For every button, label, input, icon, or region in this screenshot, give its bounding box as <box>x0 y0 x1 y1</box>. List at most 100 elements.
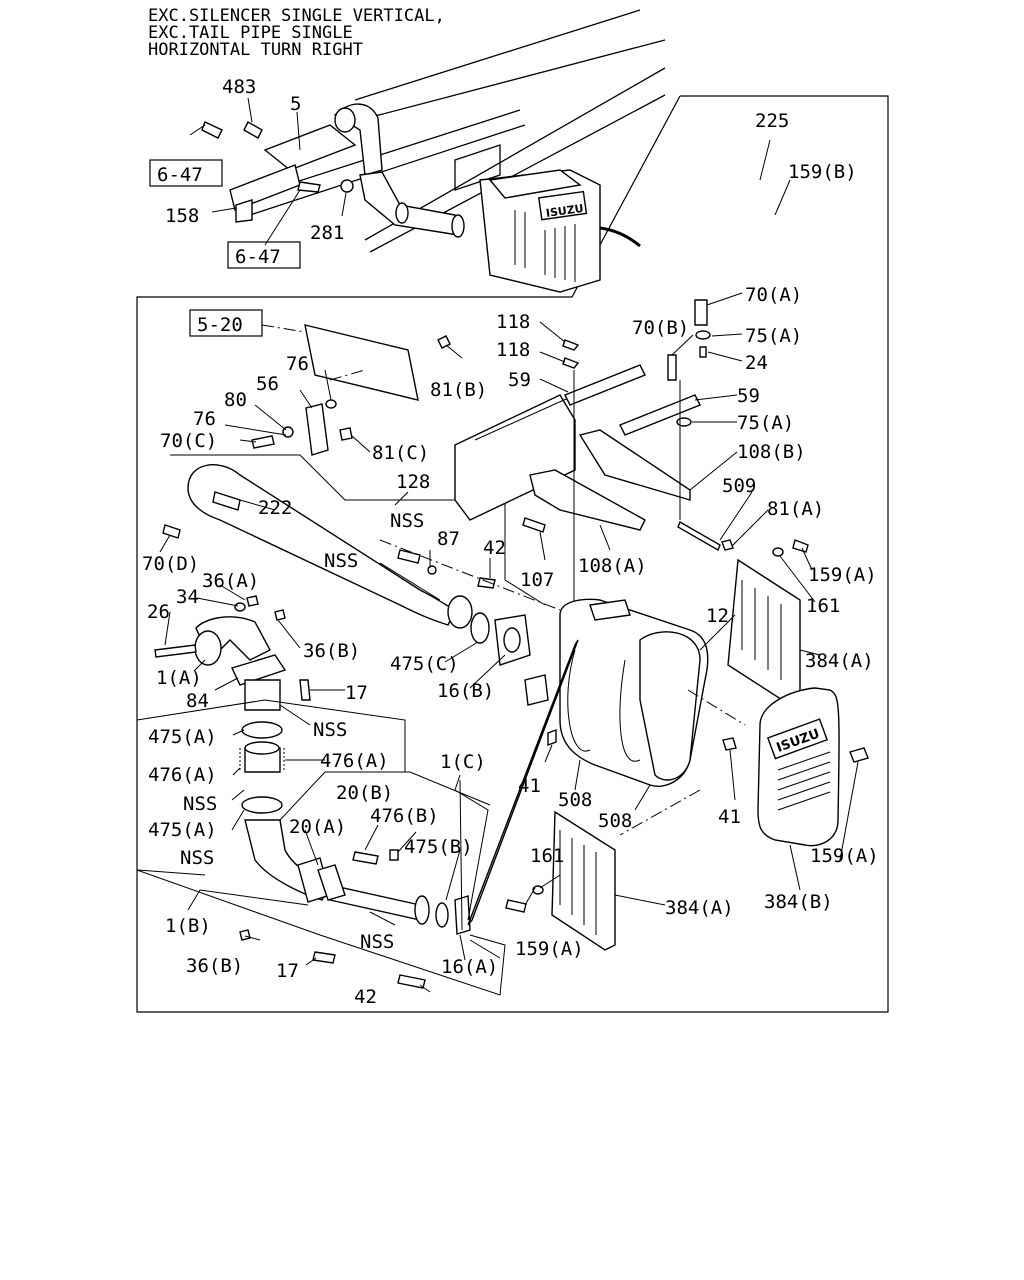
bracket-108b <box>578 429 691 501</box>
label-475a-1: 475(A) <box>148 726 217 748</box>
bracket-59-left <box>564 364 646 406</box>
label-nss-3: NSS <box>313 719 347 741</box>
label-36a: 36(A) <box>202 570 259 592</box>
main-parts: ISUZU <box>154 299 869 989</box>
clip-158 <box>235 199 253 223</box>
label-36b-b: 36(B) <box>186 955 243 977</box>
flange-16a <box>454 895 471 935</box>
label-80: 80 <box>224 389 247 411</box>
ref-box-1 <box>149 159 223 187</box>
pipe-clamp-2 <box>451 214 465 238</box>
label-59-b: 59 <box>737 385 760 407</box>
label-508-a: 508 <box>558 789 592 811</box>
assembly-outline <box>136 699 506 996</box>
bolt-70a <box>694 299 708 326</box>
label-509: 509 <box>722 475 756 497</box>
label-1b: 1(B) <box>165 915 211 937</box>
label-476a-l: 476(A) <box>148 764 217 786</box>
gasket-475a-2 <box>241 796 283 814</box>
label-70b: 70(B) <box>632 317 689 339</box>
label-34: 34 <box>176 586 199 608</box>
label-108a: 108(A) <box>578 555 647 577</box>
label-75a: 75(A) <box>745 325 802 347</box>
gasket-84 <box>231 654 287 686</box>
label-222: 222 <box>258 497 292 519</box>
label-12: 12 <box>706 605 729 627</box>
label-16b: 16(B) <box>437 680 494 702</box>
nut-81b <box>437 335 451 349</box>
label-161-b: 161 <box>530 845 564 867</box>
label-128: 128 <box>396 471 430 493</box>
nut-281 <box>340 179 354 193</box>
label-225: 225 <box>755 110 789 132</box>
guard-ribs-1 <box>741 580 782 680</box>
inset-silencer-top <box>488 169 582 199</box>
label-108b: 108(B) <box>737 441 806 463</box>
spacer-24 <box>699 346 707 358</box>
ref-box-3 <box>189 309 263 337</box>
label-81b: 81(B) <box>430 379 487 401</box>
nut-36b <box>274 609 286 621</box>
cover-384b <box>757 687 840 847</box>
label-nss-2: NSS <box>324 550 358 572</box>
guard-ribs-2 <box>559 830 597 935</box>
mount-plate-5-20 <box>304 324 419 401</box>
label-1a: 1(A) <box>156 667 202 689</box>
leader-lines <box>136 139 859 996</box>
label-26: 26 <box>147 601 170 623</box>
ref-label-2: 6-47 <box>235 246 281 268</box>
label-76-b: 76 <box>193 408 216 430</box>
ref-label-1: 6-47 <box>157 164 203 186</box>
washer-34 <box>234 602 246 612</box>
pipe-1c-end <box>414 895 430 925</box>
silencer-ribs <box>514 210 576 282</box>
bolt-lower <box>297 181 321 193</box>
label-476a-r: 476(A) <box>320 750 389 772</box>
label-384a-r: 384(A) <box>805 650 874 672</box>
header-line-3: HORIZONTAL TURN RIGHT <box>148 40 363 60</box>
bolt-17b <box>312 951 336 964</box>
bolt-42b <box>397 974 426 989</box>
nut-41b <box>722 737 737 751</box>
header-line-2: EXC.TAIL PIPE SINGLE <box>148 23 353 43</box>
pipe-flange-main <box>447 595 473 629</box>
label-483: 483 <box>222 76 256 98</box>
inset-brand-text: ISUZU <box>545 202 584 220</box>
pipe-segment-nss <box>244 679 281 711</box>
label-118-a: 118 <box>496 311 530 333</box>
nut-36b-b <box>239 929 251 941</box>
silencer-strap-top <box>589 599 631 621</box>
label-159a-br: 159(A) <box>810 845 879 867</box>
ref-label-3: 5-20 <box>197 314 243 336</box>
flex-top <box>244 741 280 755</box>
label-107: 107 <box>520 569 554 591</box>
label-17-a: 17 <box>345 682 368 704</box>
washer-76 <box>325 399 337 409</box>
ref-box-2 <box>227 241 301 269</box>
washer-75a <box>695 330 711 340</box>
label-36b-a: 36(B) <box>303 640 360 662</box>
silencer-end-cap <box>639 631 701 781</box>
bolt-20b <box>352 851 379 865</box>
chassis-rail <box>354 9 666 253</box>
silencer-inlet <box>524 674 549 706</box>
bracket-59-right <box>619 394 701 436</box>
tail-link <box>467 639 579 926</box>
flange-16b-hole <box>503 627 521 653</box>
nut-81a <box>721 539 734 551</box>
label-70c: 70(C) <box>160 430 217 452</box>
label-nss-1: NSS <box>390 510 424 532</box>
nut-118-a <box>562 339 580 351</box>
label-59-a: 59 <box>508 369 531 391</box>
label-158: 158 <box>165 205 199 227</box>
bolt-26 <box>154 644 197 658</box>
label-159b: 159(B) <box>788 161 857 183</box>
flange-20a <box>317 864 346 901</box>
label-76-a: 76 <box>286 353 309 375</box>
washer-161 <box>772 547 784 557</box>
spring-476b <box>389 849 399 861</box>
label-20a: 20(A) <box>289 816 346 838</box>
nut-36a <box>246 595 259 607</box>
bolt-70d <box>162 524 181 539</box>
